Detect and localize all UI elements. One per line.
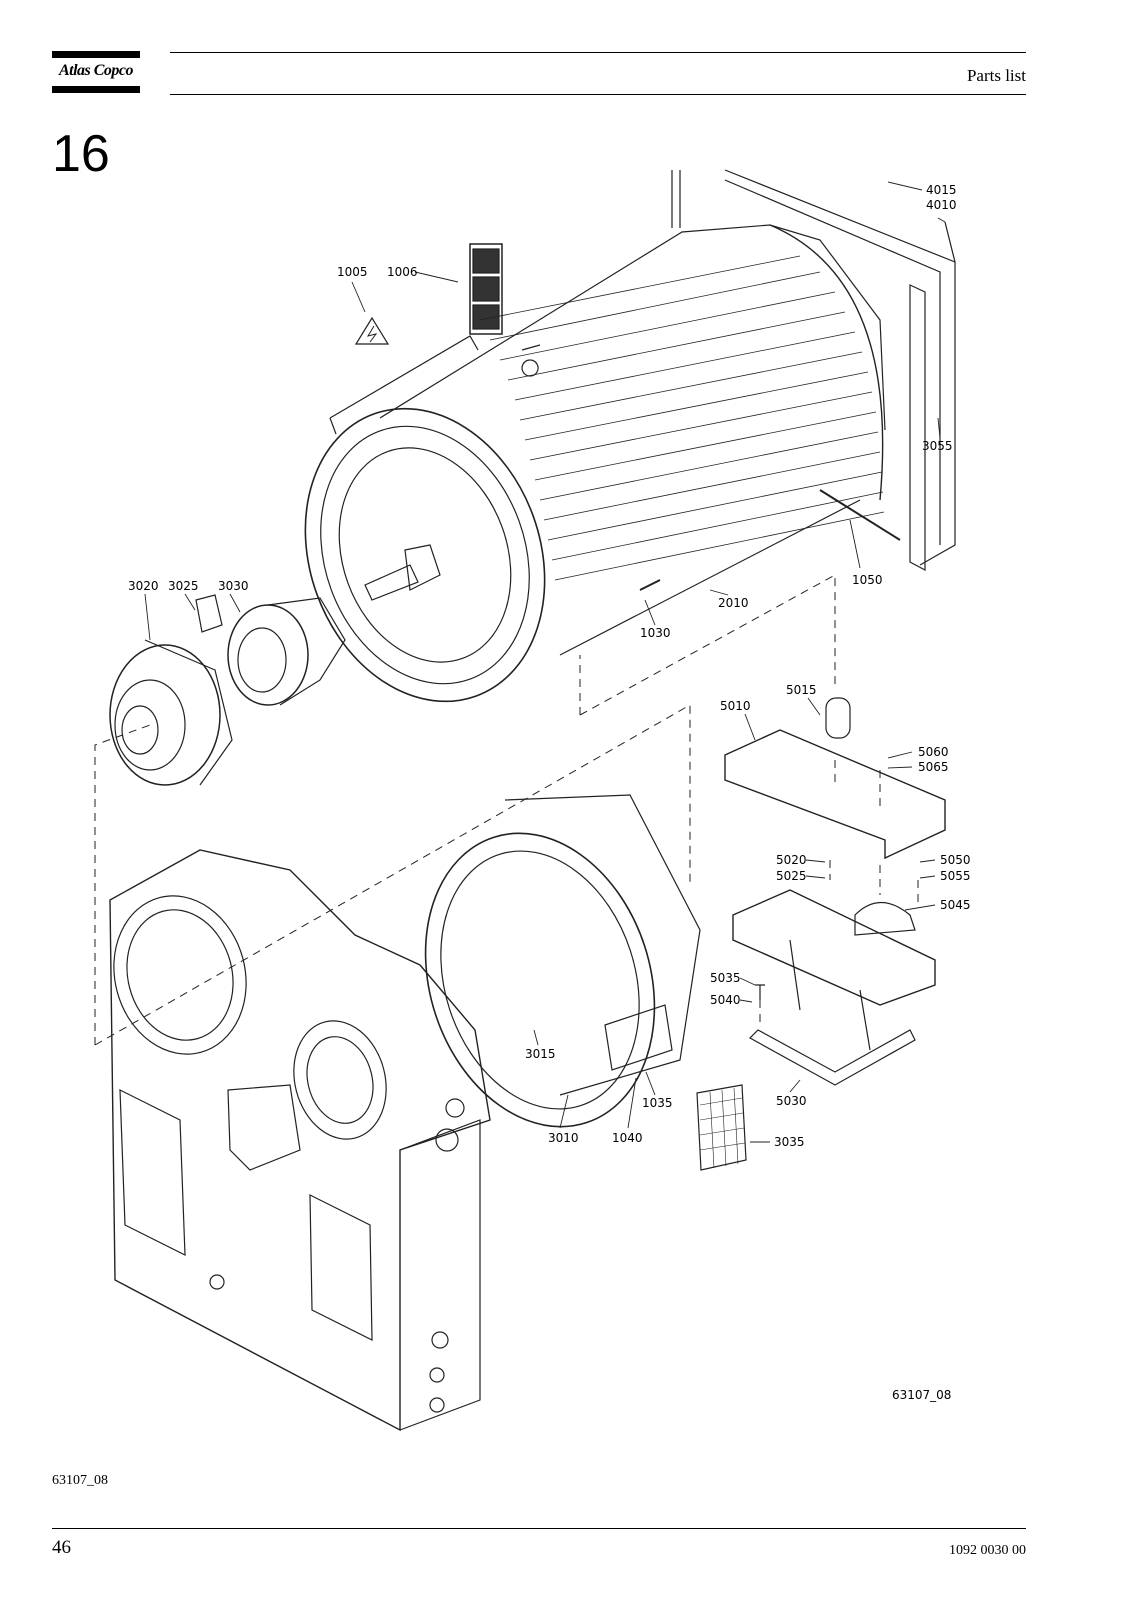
rear-frame <box>671 169 956 571</box>
callout-1040: 1040 <box>612 1131 643 1145</box>
callout-labels: 4015 4010 1005 1006 3055 3020 3025 3030 … <box>128 183 971 1402</box>
callout-5035: 5035 <box>710 971 741 985</box>
callout-5055: 5055 <box>940 869 971 883</box>
atlas-copco-logo: Atlas Copco <box>52 51 140 93</box>
callout-3030: 3030 <box>218 579 249 593</box>
header-rule-top <box>170 52 1026 53</box>
callout-2010: 2010 <box>718 596 749 610</box>
callout-1030: 1030 <box>640 626 671 640</box>
callout-4015: 4015 <box>926 183 957 197</box>
callout-3055: 3055 <box>922 439 953 453</box>
callout-5050: 5050 <box>940 853 971 867</box>
adapter-housing <box>424 794 701 1128</box>
gearbox-housing <box>109 849 491 1432</box>
callout-1006: 1006 <box>387 265 418 279</box>
callout-3035: 3035 <box>774 1135 805 1149</box>
callout-5020: 5020 <box>776 853 807 867</box>
assembly-guides <box>94 574 919 1046</box>
callout-5030: 5030 <box>776 1094 807 1108</box>
warning-label <box>354 316 390 345</box>
motor-body <box>304 224 901 703</box>
mounting-brackets <box>696 697 946 1171</box>
header-rule-bottom <box>170 94 1026 95</box>
document-number: 1092 0030 00 <box>949 1543 1026 1558</box>
callout-5010: 5010 <box>720 699 751 713</box>
callout-5065: 5065 <box>918 760 949 774</box>
coupling-parts <box>109 594 346 786</box>
figure-reference: 63107_08 <box>52 1473 108 1488</box>
callout-5025: 5025 <box>776 869 807 883</box>
callout-1050: 1050 <box>852 573 883 587</box>
page-number: 46 <box>52 1537 71 1558</box>
logo-bar-bottom <box>52 86 140 93</box>
leader-lines <box>144 181 946 1143</box>
drawing-reference: 63107_08 <box>892 1388 951 1402</box>
callout-3020: 3020 <box>128 579 159 593</box>
callout-5015: 5015 <box>786 683 817 697</box>
section-number: 16 <box>52 125 110 183</box>
header-title: Parts list <box>966 66 1026 85</box>
callout-3025: 3025 <box>168 579 199 593</box>
callout-5060: 5060 <box>918 745 949 759</box>
callout-3010: 3010 <box>548 1131 579 1145</box>
callout-3015: 3015 <box>525 1047 556 1061</box>
callout-1005: 1005 <box>337 265 368 279</box>
symbol-card <box>469 243 503 335</box>
logo-text: Atlas Copco <box>58 62 134 79</box>
callout-5040: 5040 <box>710 993 741 1007</box>
logo-bar-top <box>52 51 140 58</box>
callout-1035: 1035 <box>642 1096 673 1110</box>
callout-5045: 5045 <box>940 898 971 912</box>
callout-4010: 4010 <box>926 198 957 212</box>
footer-rule <box>52 1528 1026 1529</box>
